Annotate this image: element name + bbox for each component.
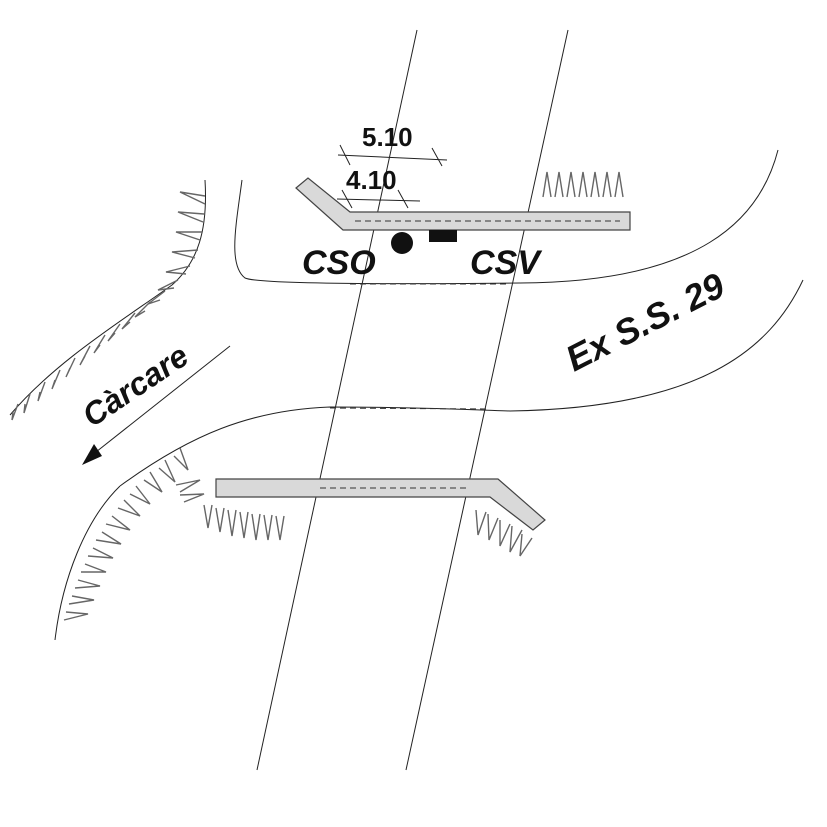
- direction-arrow-head-icon: [82, 444, 102, 465]
- embankment-hatching-left-upper: [11, 191, 206, 421]
- station-left-label: CSO: [302, 244, 376, 282]
- dimension-inner-label: 4.10: [346, 165, 397, 195]
- embankment-hatching-lower-wall: [175, 479, 285, 541]
- upper-abutment-wall: [295, 177, 631, 231]
- side-road-edge-top: [9, 179, 206, 416]
- bridge-edge-left: [256, 29, 418, 771]
- bridge-edge-right: [405, 29, 569, 771]
- road-crossing-lower: [329, 407, 491, 410]
- direction-label: Càrcare: [76, 337, 195, 434]
- lower-abutment-wall: [215, 478, 546, 531]
- dimension-outer-label: 5.10: [362, 122, 413, 152]
- dimension-outer: [337, 144, 448, 167]
- station-right-marker-icon: [429, 230, 457, 242]
- embankment-hatching-lower-right: [475, 509, 533, 557]
- dimension-inner: [336, 189, 421, 209]
- direction-arrow-line: [95, 345, 231, 453]
- station-right-label: CSV: [470, 244, 543, 282]
- station-left-marker-icon: [391, 232, 413, 254]
- embankment-hatching-left-lower: [63, 447, 189, 621]
- embankment-hatching-upper-right: [542, 171, 624, 198]
- road-name-label: Ex S.S. 29: [559, 264, 731, 379]
- side-road-edge-bottom: [54, 485, 121, 641]
